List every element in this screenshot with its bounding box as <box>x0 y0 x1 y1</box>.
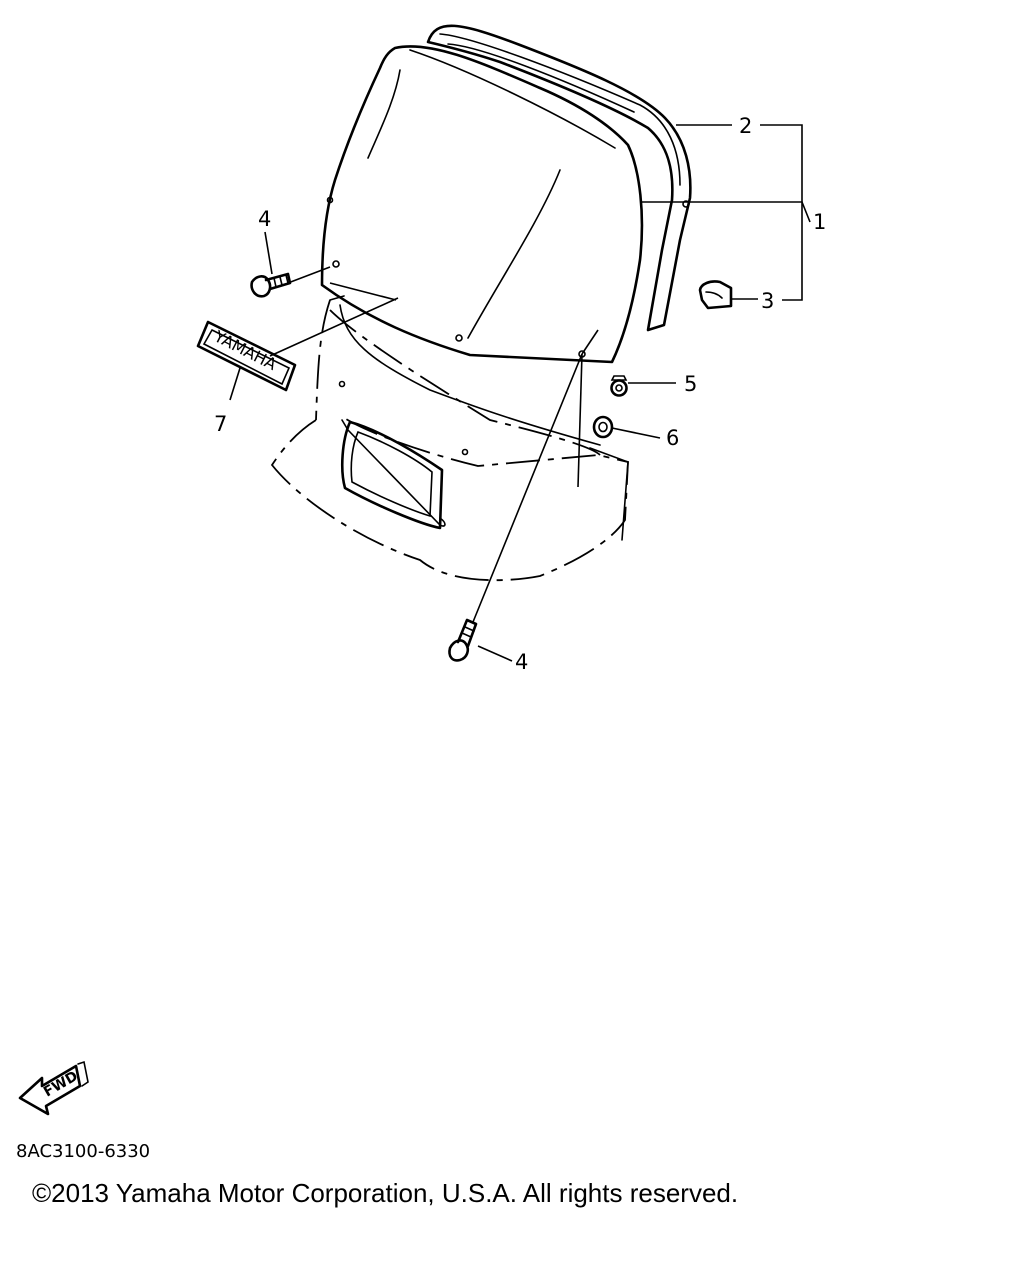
diagram-part-code: 8AC3100-6330 <box>16 1141 151 1162</box>
callout-7: 7 <box>214 412 227 436</box>
well-nut <box>610 375 628 397</box>
callout-4-bottom: 4 <box>515 650 528 674</box>
front-cowling <box>270 295 629 582</box>
copyright-notice: ©2013 Yamaha Motor Corporation, U.S.A. A… <box>32 1178 739 1208</box>
fwd-arrow-icon: FWD <box>18 1060 89 1116</box>
screw-top <box>250 272 292 298</box>
assembly-lines <box>269 266 599 623</box>
screw-bottom <box>448 618 478 662</box>
callout-4-top: 4 <box>258 207 271 231</box>
grommet <box>592 415 614 439</box>
callout-lines <box>229 124 811 662</box>
windshield <box>320 45 690 364</box>
clip-part <box>698 280 733 310</box>
yamaha-emblem: YAMAHA <box>196 320 297 392</box>
callout-6: 6 <box>666 426 679 450</box>
callout-2: 2 <box>739 114 752 138</box>
fwd-label: FWD <box>41 1068 81 1100</box>
emblem-label: YAMAHA <box>210 326 279 374</box>
callout-3: 3 <box>761 289 774 313</box>
windshield-trim <box>426 24 692 332</box>
callout-5: 5 <box>684 372 697 396</box>
callout-1: 1 <box>813 210 826 234</box>
